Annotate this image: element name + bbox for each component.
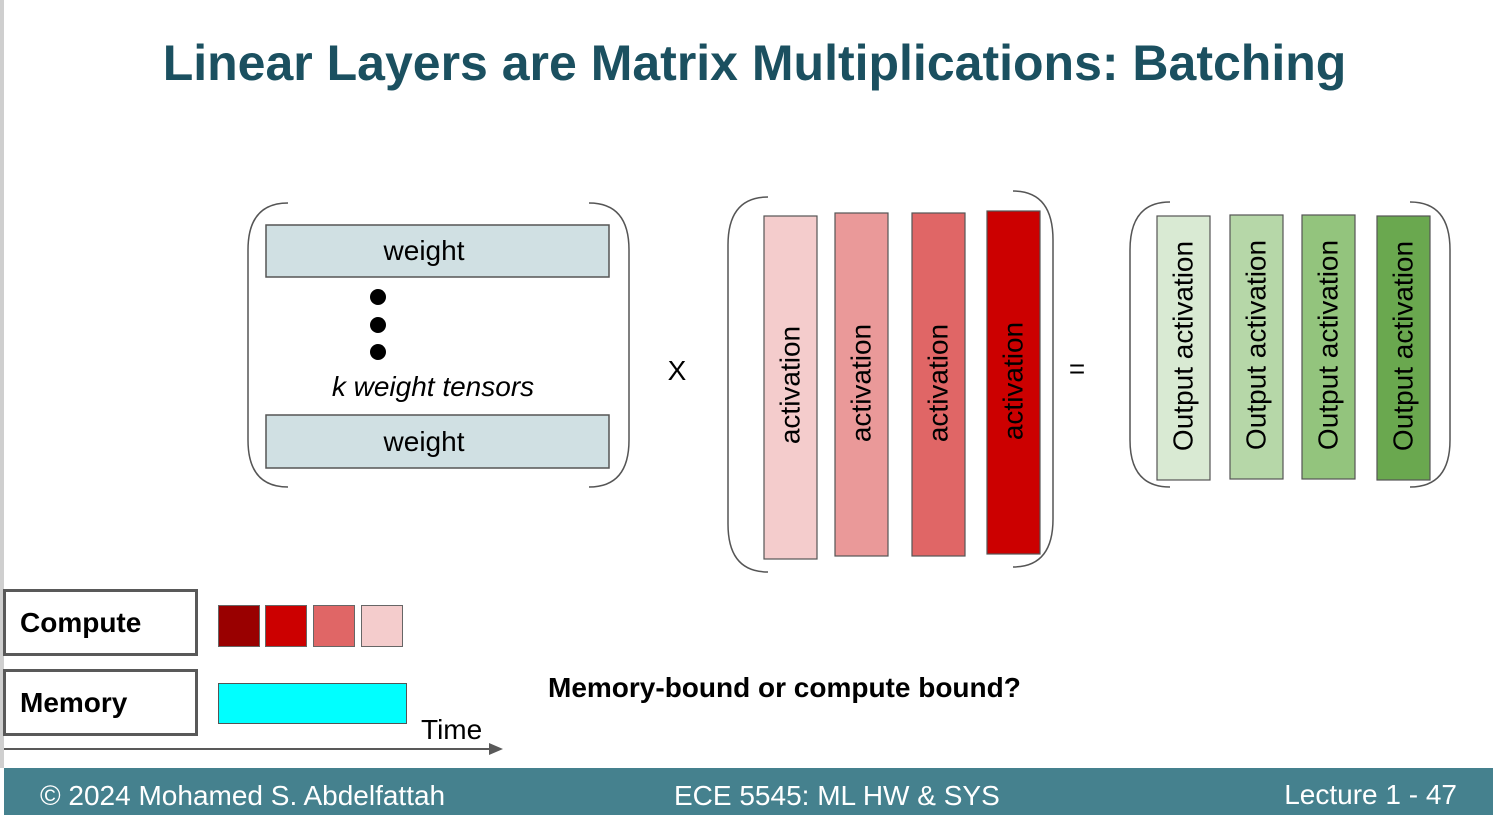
output-activation-column-4-label: Output activation xyxy=(1388,241,1419,451)
equals-operator: = xyxy=(1069,353,1085,384)
memory-transfer-bar xyxy=(218,683,407,724)
question-text: Memory-bound or compute bound? xyxy=(548,672,1021,703)
memory-legend-box: Memory xyxy=(3,669,198,736)
activation-column-3 xyxy=(911,212,966,557)
multiply-operator: X xyxy=(668,355,687,386)
activation-matrix-left-bracket xyxy=(727,196,769,573)
output-matrix-right-bracket xyxy=(1409,201,1451,488)
activation-column-2 xyxy=(834,212,889,557)
activation-columns: activation activation activation activation xyxy=(763,210,1041,560)
footer-bar xyxy=(4,768,1493,815)
activation-matrix-right-bracket xyxy=(1012,190,1054,568)
footer-lecture-number: Lecture 1 - 47 xyxy=(1284,779,1457,810)
weight-count-label: k weight tensors xyxy=(332,371,534,402)
matrix-multiplication-diagram: weight k weight tensors weight X activat… xyxy=(4,190,1451,755)
weight-matrix-right-bracket xyxy=(588,202,630,488)
slide-title: Linear Layers are Matrix Multiplications… xyxy=(162,35,1347,91)
weight-row-bottom-label: weight xyxy=(383,426,465,457)
ellipsis-dot-3 xyxy=(370,344,386,360)
output-activation-column-1-label: Output activation xyxy=(1168,241,1199,451)
weight-row-top-label: weight xyxy=(383,235,465,266)
output-activation-column-3 xyxy=(1301,214,1356,480)
output-activation-column-1 xyxy=(1156,215,1211,481)
activation-column-1 xyxy=(763,215,818,560)
memory-legend-label: Memory xyxy=(20,686,128,718)
time-axis-arrowhead xyxy=(489,743,503,755)
compute-legend-box: Compute xyxy=(3,589,198,656)
output-activation-column-2-label: Output activation xyxy=(1241,240,1272,450)
activation-column-4-label: activation xyxy=(998,322,1029,440)
activation-column-4 xyxy=(986,210,1041,555)
output-activation-column-3-label: Output activation xyxy=(1313,240,1344,450)
compute-block-3 xyxy=(313,605,355,647)
weight-row-bottom xyxy=(265,414,610,469)
compute-block-1 xyxy=(218,605,260,647)
compute-legend-label: Compute xyxy=(20,606,142,638)
ellipsis-dot-2 xyxy=(370,317,386,333)
activation-column-2-label: activation xyxy=(846,324,877,442)
compute-block-2 xyxy=(265,605,307,647)
output-activation-column-4 xyxy=(1376,215,1431,481)
activation-column-1-label: activation xyxy=(775,326,806,444)
output-columns: Output activation Output activation Output… xyxy=(1156,214,1431,481)
ellipsis-dot-1 xyxy=(370,289,386,305)
weight-row-top xyxy=(265,224,610,278)
output-matrix-left-bracket xyxy=(1129,201,1171,488)
time-axis-label: Time xyxy=(421,714,483,745)
output-activation-column-2 xyxy=(1229,214,1284,480)
compute-block-4 xyxy=(361,605,403,647)
activation-column-3-label: activation xyxy=(923,324,954,442)
footer-course: ECE 5545: ML HW & SYS xyxy=(674,780,1000,811)
footer-copyright: © 2024 Mohamed S. Abdelfattah xyxy=(40,780,446,811)
weight-matrix-left-bracket xyxy=(247,202,289,488)
slide-left-border xyxy=(0,0,4,768)
